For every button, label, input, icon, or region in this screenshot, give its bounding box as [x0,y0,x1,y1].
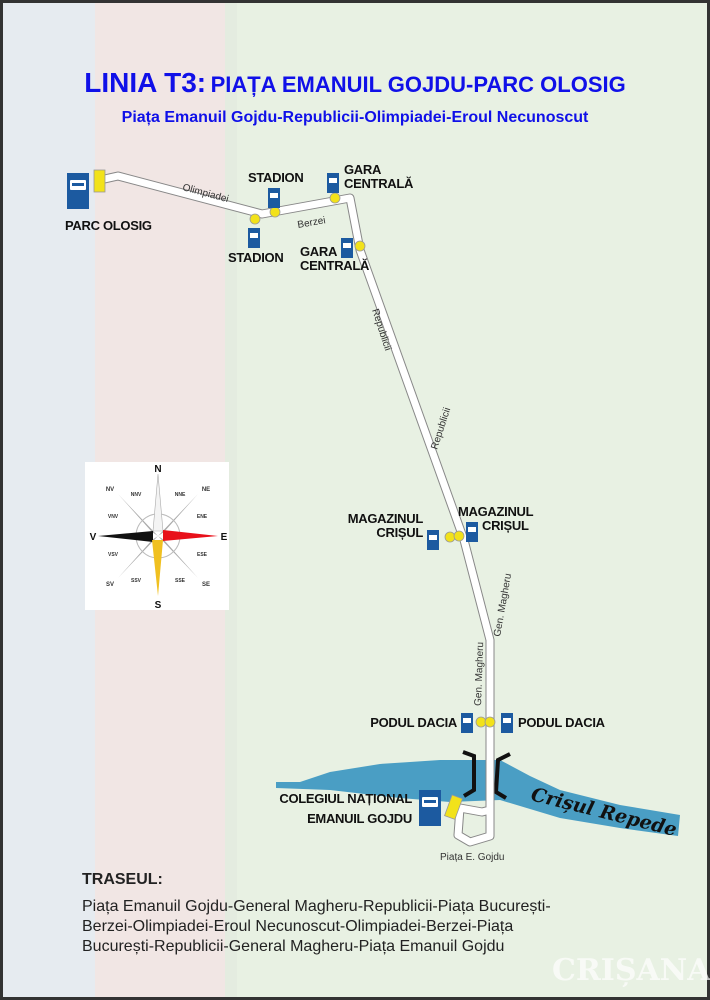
stop-markers [93,169,496,820]
svg-text:SE: SE [202,582,210,588]
route-line: Berzei-Olimpiadei-Eroul Necunoscut-Olimp… [82,918,513,935]
street-magheru: Gen. Magheru [473,642,486,706]
bus-stop-icon[interactable] [248,228,260,248]
watermark: CRIȘANA [552,953,710,988]
svg-text:VSV: VSV [108,552,119,558]
svg-text:SSE: SSE [175,578,186,584]
river-crisul-repede [276,760,680,836]
bus-stop-icon[interactable] [341,238,353,258]
svg-text:NE: NE [202,487,210,493]
svg-text:N: N [154,464,161,475]
svg-text:SV: SV [106,582,114,588]
street-piata-gojdu: Piața E. Gojdu [440,852,504,863]
bridge-podul-dacia [462,750,511,800]
bus-stop-icon[interactable] [327,173,339,193]
bus-stop-icon[interactable] [501,713,513,733]
compass-rose: N S E V NE NV SE SV NNE NNV ENE VNV ESE … [85,462,229,611]
stop-label-stadion: STADION [248,170,303,185]
svg-text:ESE: ESE [197,552,208,558]
stop-label-podul-dacia: PODUL DACIA [370,715,458,730]
stop-label-stadion: STADION [228,250,283,265]
bus-stop-icon[interactable] [427,530,439,550]
route-line: București-Republicii-General Magheru-Pia… [82,938,504,955]
map-subtitle: Piața Emanuil Gojdu-Republicii-Olimpiade… [122,109,589,126]
svg-text:ENE: ENE [197,514,208,520]
map-title: LINIA T3: PIAȚA EMANUIL GOJDU-PARC OLOSI… [84,67,625,98]
route-line: Piața Emanuil Gojdu-General Magheru-Repu… [82,898,551,915]
svg-text:SSV: SSV [131,578,142,584]
stop-label-podul-dacia: PODUL DACIA [518,715,606,730]
svg-text:NNE: NNE [175,492,186,498]
svg-text:V: V [90,532,97,543]
bus-stop-icon[interactable] [461,713,473,733]
svg-text:E: E [221,532,228,543]
stop-label-parc-olosig: PARC OLOSIG [65,218,152,233]
bus-stop-icon[interactable] [466,522,478,542]
bus-stop-icon[interactable] [268,188,280,208]
bus-stop-icon[interactable] [419,790,441,826]
svg-text:NNV: NNV [131,492,142,498]
zone-blue [0,0,95,1000]
svg-text:NV: NV [106,487,114,493]
route-heading: TRASEUL: [82,871,163,888]
svg-text:VNV: VNV [108,514,119,520]
street-berzei: Berzei [297,215,327,231]
svg-text:S: S [155,600,162,611]
bus-stop-icon[interactable] [67,173,89,209]
